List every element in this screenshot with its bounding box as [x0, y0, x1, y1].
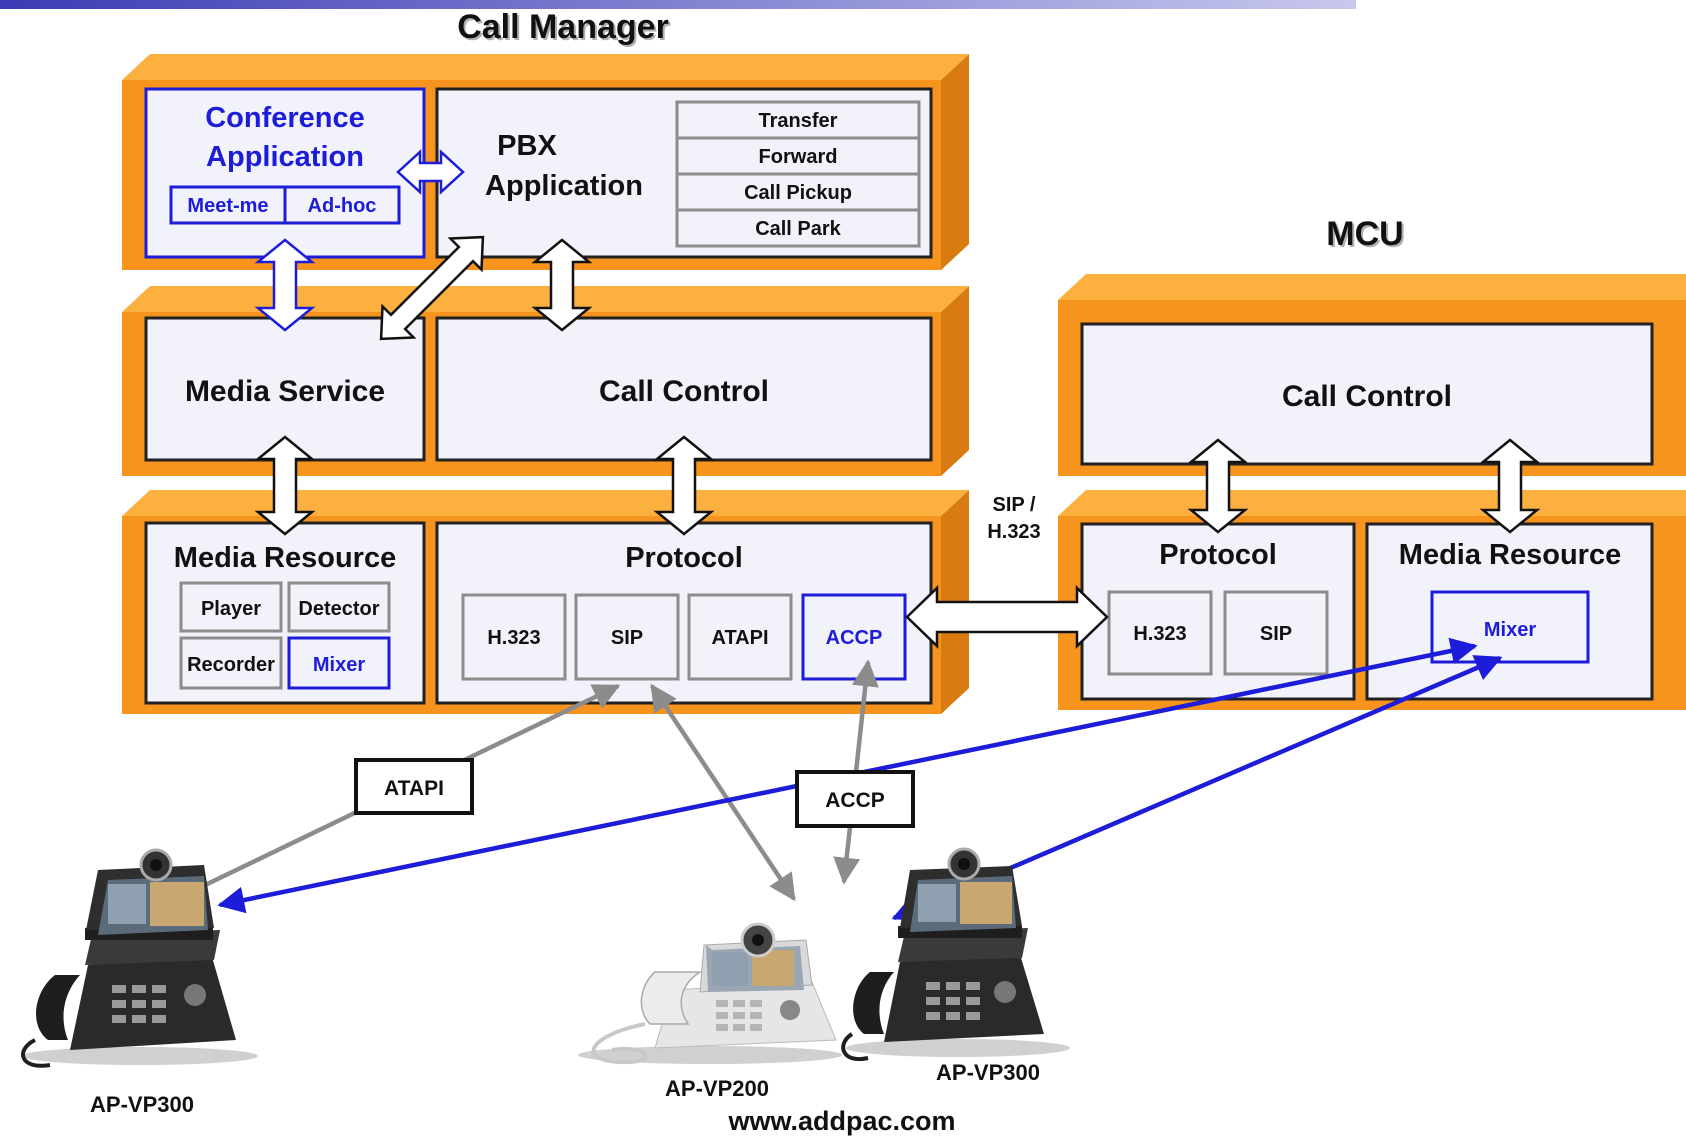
protocol-title: Protocol — [625, 542, 743, 574]
mcu-protocol-panel: Protocol H.323 SIP — [1080, 522, 1356, 701]
handset-icon — [853, 972, 894, 1034]
mcu-call-control-panel: Call Control — [1080, 322, 1654, 466]
mcu-title: MCU — [1326, 215, 1403, 253]
mcu-call-control-label: Call Control — [1282, 380, 1452, 413]
vertical-connector-arrows — [254, 238, 1541, 536]
mcu-media-resource-panel: Media Resource Mixer — [1365, 522, 1654, 701]
double-arrow-pbx-callcontrol — [531, 238, 593, 332]
mcu-h323-label: H.323 — [1133, 623, 1186, 645]
phone-left: AP-VP300 — [21, 848, 258, 1117]
meet-me-label: Meet-me — [187, 195, 268, 217]
pbx-feature-label: Transfer — [759, 110, 838, 132]
recorder-label: Recorder — [187, 654, 275, 676]
mcu-media-resource-title: Media Resource — [1399, 539, 1621, 571]
mixer-label: Mixer — [313, 654, 365, 676]
callout-accp: ACCP — [795, 770, 915, 828]
h323-label: H.323 — [487, 627, 540, 649]
atapi-label: ATAPI — [711, 627, 768, 649]
pbx-feature-label: Call Park — [755, 218, 841, 240]
device-label: AP-VP300 — [936, 1060, 1040, 1085]
callout-accp-label: ACCP — [825, 789, 885, 812]
media-resource-panel: Media Resource Player Detector Recorder … — [144, 521, 426, 705]
sip-label: SIP — [611, 627, 643, 649]
meet-me-box — [169, 185, 287, 225]
call-control-label: Call Control — [599, 375, 769, 408]
double-arrow-callcontrol-protocol — [653, 435, 715, 536]
pbx-feature-forward — [675, 136, 921, 176]
mcu-protocol-title: Protocol — [1159, 539, 1277, 571]
conference-title-1: Conference — [205, 102, 365, 134]
pbx-feature-transfer — [675, 100, 921, 140]
mcu-sip-label: SIP — [1260, 623, 1292, 645]
protocol-panel: Protocol H.323 SIP ATAPI ACCP — [435, 521, 933, 705]
call-manager-title: Call Manager — [459, 10, 671, 48]
double-arrow-protocol-mcu — [905, 585, 1109, 649]
mcu-mixer-label: Mixer — [1484, 619, 1536, 641]
pbx-title-1: PBX — [497, 130, 557, 162]
conference-application-panel: Conference Application Meet-me Ad-hoc — [144, 87, 426, 259]
double-arrow-conference-media — [254, 238, 316, 332]
phone-screen — [150, 882, 204, 926]
pbx-title-2: Application — [485, 170, 643, 202]
sip-h323-label-2: H.323 — [987, 521, 1040, 543]
phone-right: AP-VP300 — [841, 847, 1070, 1085]
pbx-feature-label: Call Pickup — [744, 182, 852, 204]
double-arrow-conference-pbx — [396, 149, 465, 195]
callout-atapi-label: ATAPI — [384, 777, 444, 800]
footer-url: www.addpac.com — [727, 1106, 955, 1136]
media-service-panel: Media Service — [144, 316, 426, 462]
pbx-application-panel: PBX Application Transfer Forward Call Pi… — [435, 87, 933, 259]
player-label: Player — [201, 598, 261, 620]
media-service-label: Media Service — [185, 375, 385, 408]
header-bar — [0, 0, 1356, 9]
phone-center: AP-VP200 — [578, 922, 842, 1101]
pbx-feature-call-pickup — [675, 172, 921, 212]
conference-title-2: Application — [206, 141, 364, 173]
detector-label: Detector — [298, 598, 379, 620]
detector-box — [287, 581, 391, 633]
double-arrow-pbx-mediaservice — [379, 235, 485, 341]
call-manager-title: Call Manager — [457, 8, 669, 46]
device-label: AP-VP200 — [665, 1076, 769, 1101]
handset-icon — [36, 975, 80, 1040]
ad-hoc-box — [283, 185, 401, 225]
player-box — [179, 581, 283, 633]
phone-screen — [960, 882, 1012, 924]
pbx-feature-call-park — [675, 208, 921, 248]
media-resource-title: Media Resource — [174, 542, 396, 574]
pbx-feature-list — [675, 100, 921, 248]
double-arrow-mcu-control-resource — [1479, 438, 1541, 534]
double-arrow-mcu-control-protocol — [1187, 438, 1249, 534]
sip-h323-label-1: SIP / — [993, 494, 1036, 516]
ad-hoc-label: Ad-hoc — [308, 195, 377, 217]
handset-icon — [640, 971, 703, 1025]
callout-atapi: ATAPI — [354, 758, 474, 815]
pbx-feature-label: Forward — [759, 146, 838, 168]
accp-label: ACCP — [826, 627, 883, 649]
mcu-title-shadow: MCU — [1328, 217, 1405, 255]
double-arrow-mediaservice-resource — [254, 435, 316, 536]
device-label: AP-VP300 — [90, 1092, 194, 1117]
